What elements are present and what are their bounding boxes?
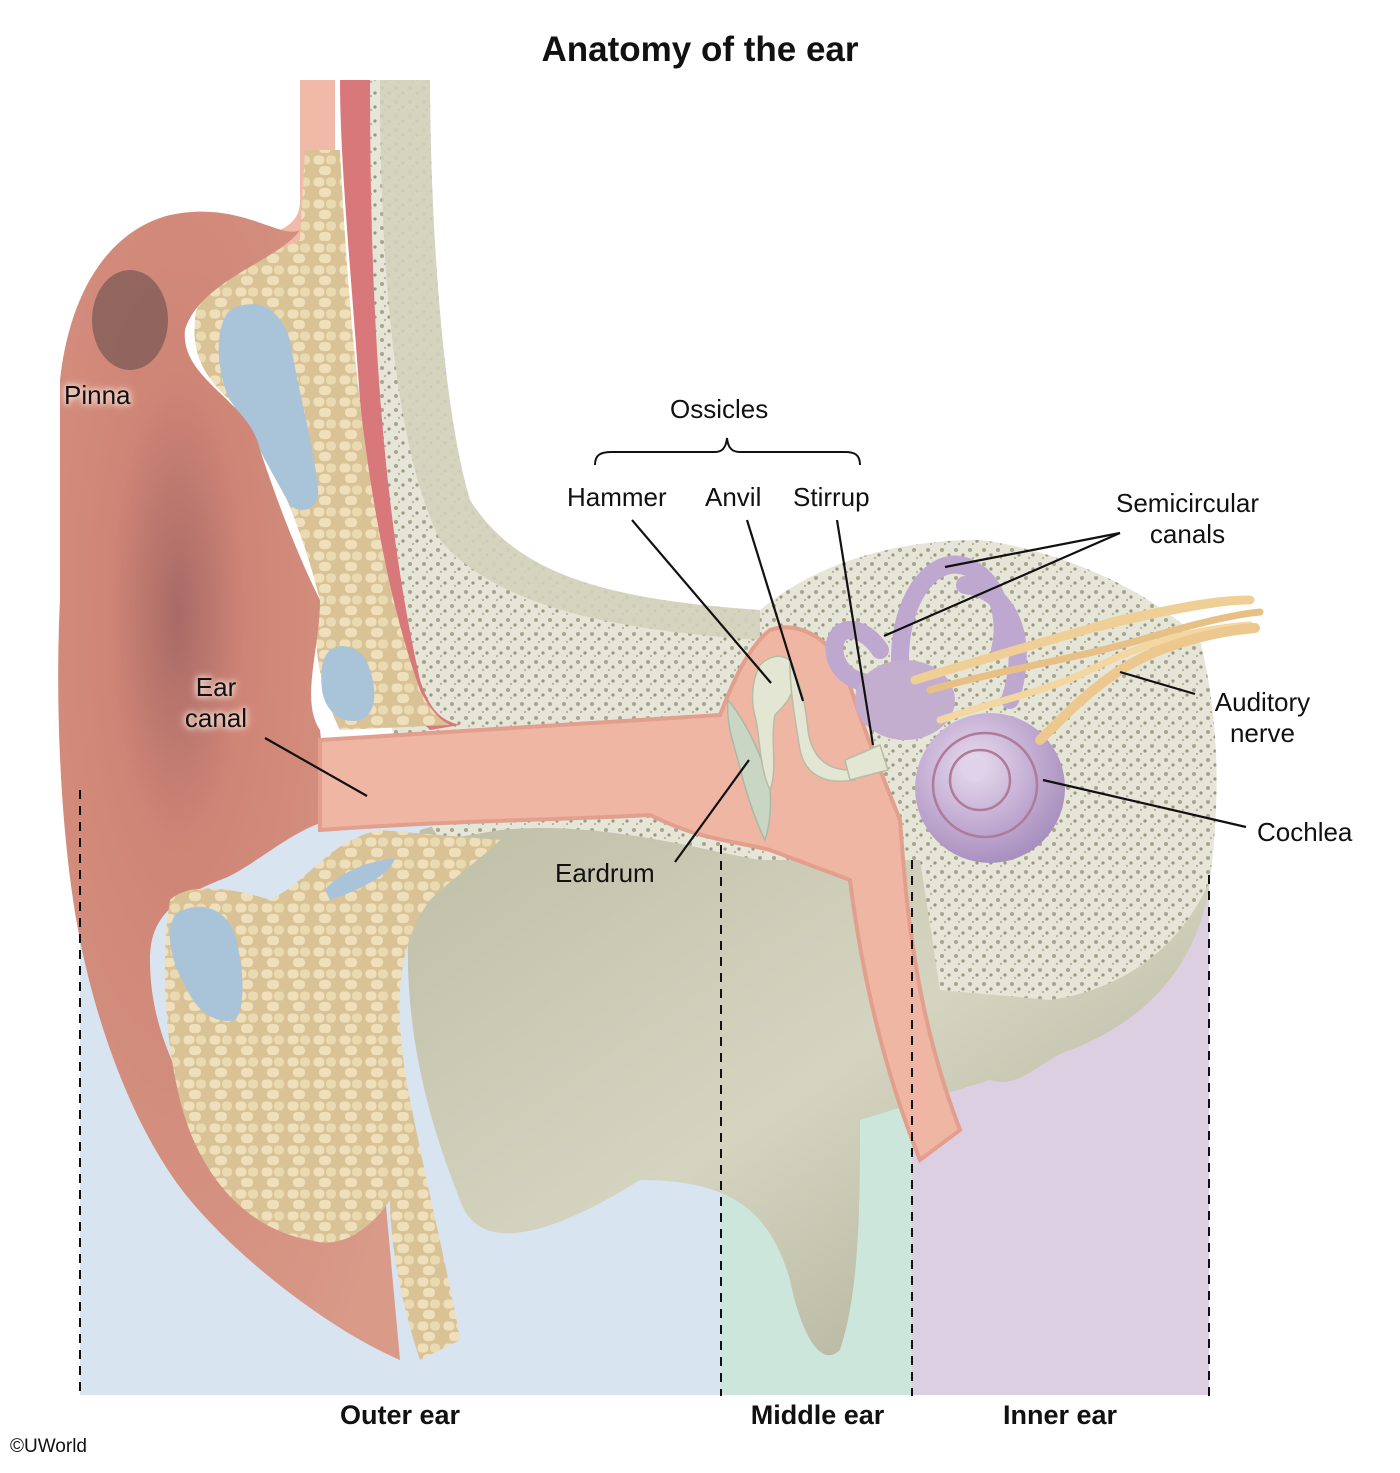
leader-stirrup — [835, 519, 875, 746]
label-semicircular-line2: canals — [1149, 519, 1226, 550]
label-semicircular-line1: Semicircular — [1115, 488, 1260, 518]
eardrum-shape — [726, 698, 772, 843]
label-anvil: Anvil — [705, 482, 762, 512]
leader-lines — [264, 519, 1247, 863]
label-ear-canal-line1: Ear — [195, 672, 237, 702]
region-separators — [79, 790, 1210, 1396]
leader-auditory-nerve — [1119, 670, 1196, 696]
pinna-shape — [58, 211, 401, 1361]
cochlea-shape — [915, 713, 1065, 863]
leader-semicircular-1 — [944, 531, 1121, 569]
label-cochlea: Cochlea — [1257, 817, 1353, 847]
leader-cochlea — [1042, 778, 1247, 829]
leader-ear-canal — [264, 737, 368, 797]
lobe-fat — [164, 830, 500, 1360]
label-auditory-line2: nerve — [1229, 718, 1296, 749]
diagram-title: Anatomy of the ear — [541, 30, 859, 69]
label-ear-canal-line2: canal — [184, 703, 248, 734]
region-label-middle-ear: Middle ear — [750, 1400, 885, 1430]
leader-eardrum — [674, 759, 750, 863]
label-auditory-line1: Auditory — [1214, 687, 1311, 717]
label-ossicles: Ossicles — [670, 394, 769, 424]
cartilage-mid — [321, 646, 375, 721]
label-ear-canal: Ear canal — [176, 672, 256, 734]
copyright-notice: ©UWorld — [10, 1436, 87, 1457]
leader-anvil — [745, 519, 805, 702]
fat-tissue — [194, 150, 450, 730]
auditory-nerve-shape — [910, 595, 1264, 745]
region-label-inner-ear: Inner ear — [1002, 1400, 1118, 1430]
region-label-outer-ear: Outer ear — [339, 1400, 461, 1430]
label-hammer: Hammer — [567, 482, 667, 512]
cartilage-upper — [218, 304, 319, 510]
leader-hammer — [631, 519, 772, 684]
cartilage-lobe — [169, 906, 243, 1021]
ossicles-bracket — [594, 437, 861, 466]
label-semicircular-canals: Semicircular canals — [1100, 488, 1275, 550]
cartilage-small — [325, 858, 395, 900]
ear-canal-shape — [318, 625, 963, 1164]
leader-semicircular-2 — [883, 531, 1121, 638]
label-stirrup: Stirrup — [793, 482, 870, 512]
label-auditory-nerve: Auditory nerve — [1200, 687, 1325, 749]
label-pinna: Pinna — [64, 380, 131, 410]
label-eardrum: Eardrum — [555, 858, 655, 888]
muscle-layer — [340, 80, 460, 730]
ossicles-shape — [751, 655, 889, 792]
